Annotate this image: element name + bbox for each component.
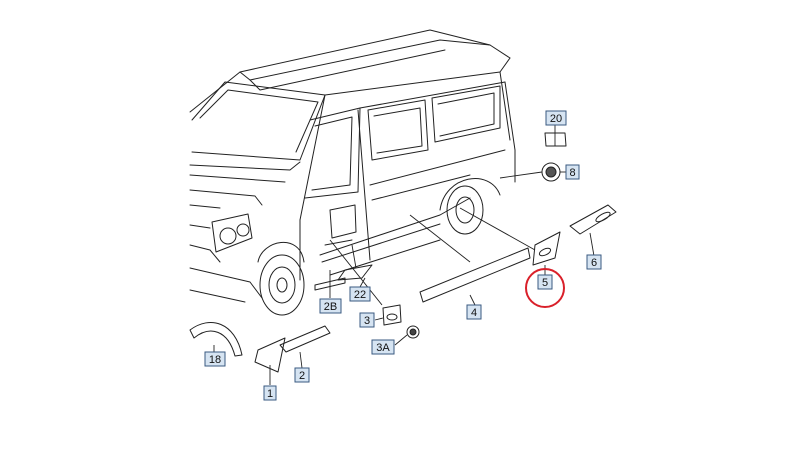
part-2-shape <box>279 325 331 353</box>
label-1[interactable]: 1 <box>263 385 277 401</box>
part-5-shape <box>532 231 561 266</box>
label-8-text: 8 <box>569 167 575 179</box>
part-18-shape <box>189 322 243 357</box>
label-20[interactable]: 20 <box>545 110 567 126</box>
label-6-text: 6 <box>591 257 597 269</box>
label-8[interactable]: 8 <box>565 164 580 180</box>
label-2[interactable]: 2 <box>294 367 310 383</box>
label-3A[interactable]: 3A <box>371 339 395 355</box>
label-5-text: 5 <box>542 277 548 289</box>
part-1-shape <box>254 337 286 373</box>
label-4[interactable]: 4 <box>466 304 482 320</box>
part-4-shape <box>419 247 531 303</box>
label-2-text: 2 <box>299 370 305 382</box>
part-20-shape <box>544 132 567 147</box>
part-labels: 20 8 6 5 4 22 2B 3 <box>204 110 602 401</box>
label-18[interactable]: 18 <box>204 351 226 367</box>
leader-lines <box>213 125 595 385</box>
label-3A-text: 3A <box>376 342 390 354</box>
label-2B-text: 2B <box>324 301 337 313</box>
label-4-text: 4 <box>471 307 477 319</box>
part-6-shape <box>569 204 617 235</box>
part-shapes <box>189 132 617 373</box>
label-22[interactable]: 22 <box>349 286 371 302</box>
highlight-circle <box>525 268 565 308</box>
label-22-text: 22 <box>354 289 366 301</box>
van-illustration <box>189 29 516 316</box>
label-20-text: 20 <box>550 113 562 125</box>
part-2B-shape <box>314 277 346 291</box>
label-6[interactable]: 6 <box>586 254 602 270</box>
part-8-shape <box>541 162 561 182</box>
part-3A-shape <box>406 325 420 339</box>
label-18-text: 18 <box>209 354 221 366</box>
label-3[interactable]: 3 <box>359 312 375 328</box>
label-3-text: 3 <box>364 315 370 327</box>
label-5[interactable]: 5 <box>537 274 553 290</box>
part-22-shape <box>337 264 373 281</box>
label-1-text: 1 <box>267 388 273 400</box>
part-3-shape <box>382 304 402 326</box>
label-2B[interactable]: 2B <box>319 298 342 314</box>
